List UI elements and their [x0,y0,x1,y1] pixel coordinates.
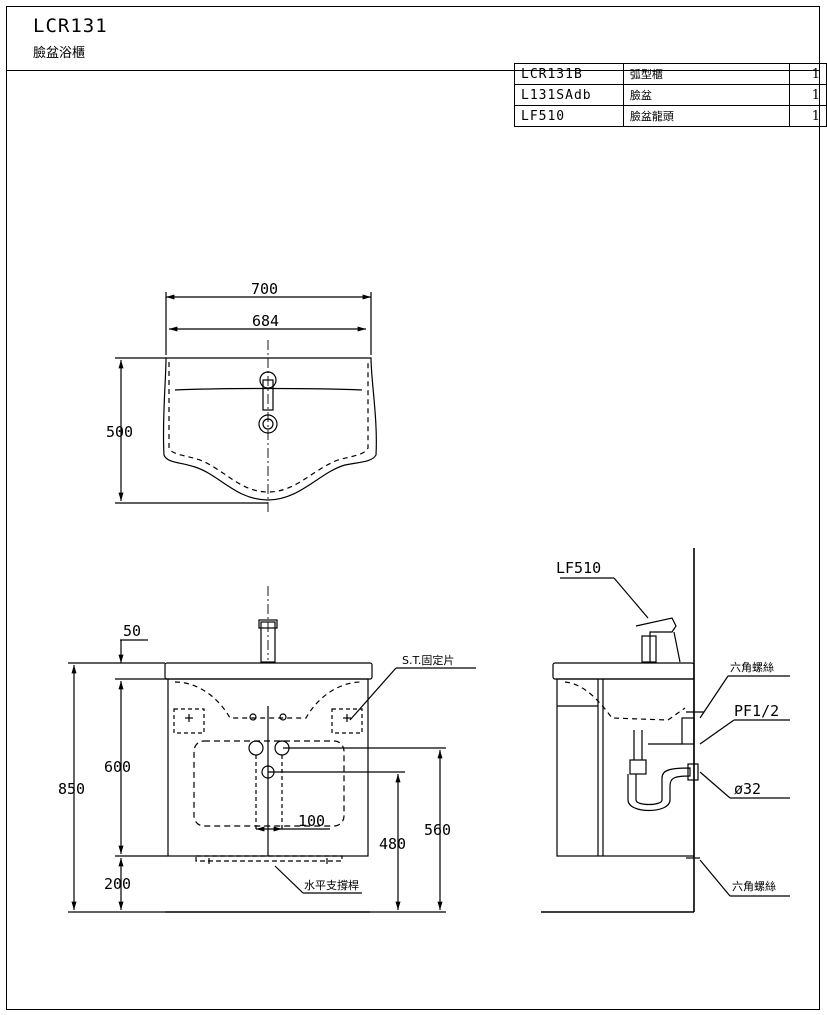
countertop [164,662,373,680]
parts-row: LCR131B 弧型櫃 1 [514,63,827,85]
side-view [541,548,790,913]
top-view [115,292,377,512]
leader-hex-top [699,675,729,719]
faucet-top-icon [259,371,277,389]
drawing-sheet: LCR131 臉盆浴櫃 [6,6,820,1010]
faucet-side-icon [635,617,677,662]
drain-diameter-label: ø32 [734,780,761,798]
faucet-front-icon [260,621,276,663]
front-view [68,586,476,913]
leader-pf [699,719,735,745]
support-bar [195,855,343,862]
part-name: 臉盆龍頭 [622,105,791,127]
supply-thread-label: PF1/2 [734,702,779,720]
basin-rim-line [174,387,363,391]
cabinet-hidden-outline [168,362,369,493]
parts-list-table: LCR131B 弧型櫃 1 L131SAdb 臉盆 1 LF510 臉盆龍頭 1 [514,63,827,127]
hex-screw-top-label: 六角螺絲 [730,660,774,674]
fixing-plate-label: S.T.固定片 [402,653,454,667]
dim-684-label: 684 [252,312,279,330]
faucet-code-label: LF510 [556,559,601,577]
dim-500-label: 500 [106,423,133,441]
part-qty: 1 [789,84,827,106]
drain-pipe [633,730,643,760]
drain-outlet [687,763,699,781]
dim-700-label: 700 [251,280,278,298]
hex-screw-bottom-label: 六角螺絲 [732,879,776,893]
faucet-spout [262,379,274,411]
leader-hex-bottom [699,859,731,897]
dim-600-label: 600 [104,758,131,776]
fixing-bracket-left [173,708,205,734]
part-qty: 1 [789,63,827,85]
parts-row: LF510 臉盆龍頭 1 [514,105,827,127]
part-code: LF510 [514,105,624,127]
dim-850-label: 850 [58,780,85,798]
supply-valve [681,717,695,745]
dim-100-label: 100 [298,812,325,830]
basin-outline [162,357,377,501]
dim-480-label: 480 [379,835,406,853]
parts-row: L131SAdb 臉盆 1 [514,84,827,106]
fixing-bracket-right [331,708,363,734]
leader-fixing [349,667,397,721]
title-block: LCR131 臉盆浴櫃 [7,7,819,71]
plumbing-zone [193,740,345,827]
part-name: 弧型櫃 [622,63,791,85]
leader-support-bar [274,865,304,894]
countertop-side [552,662,695,680]
part-qty: 1 [789,105,827,127]
dim-560-label: 560 [424,821,451,839]
product-name: 臉盆浴櫃 [33,46,86,61]
support-bar-label: 水平支撐桿 [304,878,359,892]
leader-drain [699,771,731,799]
part-code: LCR131B [514,63,624,85]
model-number: LCR131 [33,15,108,37]
cabinet-side [556,678,695,857]
drain-top-icon [258,414,278,434]
dim-50-label: 50 [123,622,141,640]
dim-200-label: 200 [104,875,131,893]
